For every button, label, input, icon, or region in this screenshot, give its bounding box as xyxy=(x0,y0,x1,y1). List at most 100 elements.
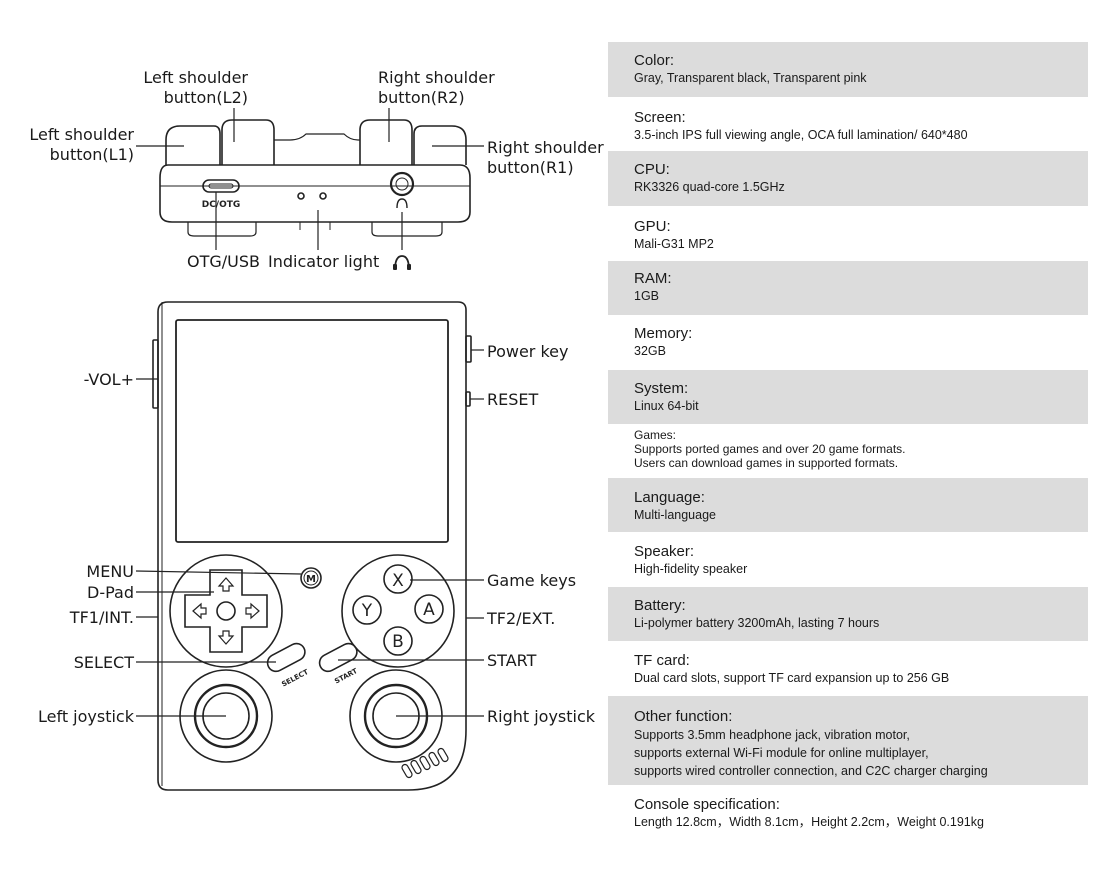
select-key xyxy=(266,642,306,673)
spec-value: 1GB xyxy=(634,289,660,303)
spec-value: Supports 3.5mm headphone jack, vibration… xyxy=(634,728,910,742)
callout-r1-line2: button(R1) xyxy=(487,158,574,177)
spec-title: GPU: xyxy=(634,218,671,235)
spec-value: Dual card slots, support TF card expansi… xyxy=(634,671,950,685)
dpad-cross xyxy=(184,569,268,653)
key-y-label: Y xyxy=(361,601,373,621)
indicator-light-1 xyxy=(297,192,305,200)
callout-reset: RESET xyxy=(487,390,539,409)
spec-value: supports external Wi-Fi module for onlin… xyxy=(634,746,929,760)
spec-title: Memory: xyxy=(634,325,693,342)
shoulder-l2-shape xyxy=(221,119,275,165)
callout-l1-line1: Left shoulder xyxy=(29,125,134,144)
spec-title: Color: xyxy=(634,52,675,69)
spec-value: High-fidelity speaker xyxy=(634,562,748,576)
spec-console: Console specification: Length 12.8cm，Wid… xyxy=(608,785,1088,845)
spec-cpu: CPU: RK3326 quad-core 1.5GHz xyxy=(608,151,1088,206)
spec-title: RAM: xyxy=(634,270,672,287)
shoulder-r2-shape xyxy=(359,119,413,165)
spec-title: TF card: xyxy=(634,652,690,669)
menu-key xyxy=(300,567,322,589)
callout-r2-line2: button(R2) xyxy=(378,88,465,107)
start-key xyxy=(318,642,358,673)
callout-indicator-light: Indicator light xyxy=(268,252,380,271)
spec-title: Speaker: xyxy=(634,543,695,560)
shoulder-r1-shape xyxy=(413,125,467,165)
callout-r2-line1: Right shoulder xyxy=(378,68,495,87)
callout-select: SELECT xyxy=(73,653,134,672)
spec-value: Gray, Transparent black, Transparent pin… xyxy=(634,71,867,85)
callout-l1-line2: button(L1) xyxy=(49,145,134,164)
spec-gpu: GPU: Mali-G31 MP2 xyxy=(608,206,1088,261)
callout-tf1: TF1/INT. xyxy=(69,608,134,627)
spec-speaker: Speaker: High-fidelity speaker xyxy=(608,532,1088,587)
callout-r1: Right shoulder button(R1) xyxy=(487,138,604,178)
top-body-outline xyxy=(159,164,471,223)
spec-value: supports wired controller connection, an… xyxy=(634,764,988,778)
callout-game-keys: Game keys xyxy=(487,571,577,590)
dc-otg-port xyxy=(202,179,240,193)
spec-value: Linux 64-bit xyxy=(634,399,699,413)
callout-r2: Right shoulder button(R2) xyxy=(378,68,495,108)
spec-battery: Battery: Li-polymer battery 3200mAh, las… xyxy=(608,587,1088,641)
spec-value: 3.5-inch IPS full viewing angle, OCA ful… xyxy=(634,128,968,142)
callout-l2-line2: button(L2) xyxy=(163,88,248,107)
spec-title: Screen: xyxy=(634,109,686,126)
callout-r1-line1: Right shoulder xyxy=(487,138,604,157)
abxy-well xyxy=(341,554,455,668)
dpad-well xyxy=(169,554,283,668)
headphone-label-icon xyxy=(394,255,410,271)
top-bottom-lugs xyxy=(187,222,443,237)
callout-start: START xyxy=(487,651,537,670)
front-body-outline xyxy=(157,301,467,791)
key-a-label: A xyxy=(423,600,435,620)
headphone-jack xyxy=(389,171,415,197)
spec-title: Language: xyxy=(634,489,705,506)
device-diagram: DC/OTG M X Y A B SELECT START xyxy=(135,108,484,791)
spec-ram: RAM: 1GB xyxy=(608,261,1088,315)
headphone-small-icon xyxy=(396,198,408,209)
spec-color: Color: Gray, Transparent black, Transpar… xyxy=(608,42,1088,97)
spec-value: Mali-G31 MP2 xyxy=(634,237,714,251)
spec-tf-card: TF card: Dual card slots, support TF car… xyxy=(608,641,1088,696)
spec-value: Length 12.8cm，Width 8.1cm，Height 2.2cm，W… xyxy=(634,815,984,829)
dc-otg-label: DC/OTG xyxy=(202,200,241,210)
spec-title: Other function: xyxy=(634,708,733,725)
key-x-label: X xyxy=(392,571,404,591)
spec-language: Language: Multi-language xyxy=(608,478,1088,532)
speaker-grill xyxy=(401,747,449,779)
leader-menu xyxy=(135,570,302,575)
callout-left-joystick: Left joystick xyxy=(37,707,134,726)
screen xyxy=(175,319,449,543)
select-small-label: SELECT xyxy=(280,668,310,689)
start-small-label: START xyxy=(333,667,359,686)
callout-l2-line1: Left shoulder xyxy=(143,68,248,87)
spec-value: Multi-language xyxy=(634,508,716,522)
callout-power-key: Power key xyxy=(487,342,569,361)
spec-memory: Memory: 32GB xyxy=(608,315,1088,370)
callout-dpad: D-Pad xyxy=(87,583,134,602)
spec-system: System: Linux 64-bit xyxy=(608,370,1088,424)
callout-l1: Left shoulder button(L1) xyxy=(29,125,134,165)
spec-value: Supports ported games and over 20 game f… xyxy=(634,442,906,456)
callout-l2: Left shoulder button(L2) xyxy=(143,68,248,108)
front-view xyxy=(135,301,484,791)
power-key-shape xyxy=(465,335,472,363)
spec-value: RK3326 quad-core 1.5GHz xyxy=(634,180,785,194)
callout-otg-usb: OTG/USB xyxy=(187,252,260,271)
top-middle-ridge xyxy=(274,133,360,141)
spec-title: CPU: xyxy=(634,161,670,178)
callout-vol: -VOL+ xyxy=(83,370,134,389)
callout-right-joystick: Right joystick xyxy=(487,707,596,726)
top-view xyxy=(136,108,484,271)
key-a-shape xyxy=(414,594,444,624)
callout-tf2: TF2/EXT. xyxy=(487,609,556,628)
reset-key-shape xyxy=(465,391,471,407)
key-y-shape xyxy=(352,595,382,625)
spec-games: Games: Supports ported games and over 20… xyxy=(608,424,1088,478)
spec-title: Battery: xyxy=(634,597,686,614)
key-x-shape xyxy=(383,564,413,594)
spec-screen: Screen: 3.5-inch IPS full viewing angle,… xyxy=(608,97,1088,151)
key-b-shape xyxy=(383,626,413,656)
